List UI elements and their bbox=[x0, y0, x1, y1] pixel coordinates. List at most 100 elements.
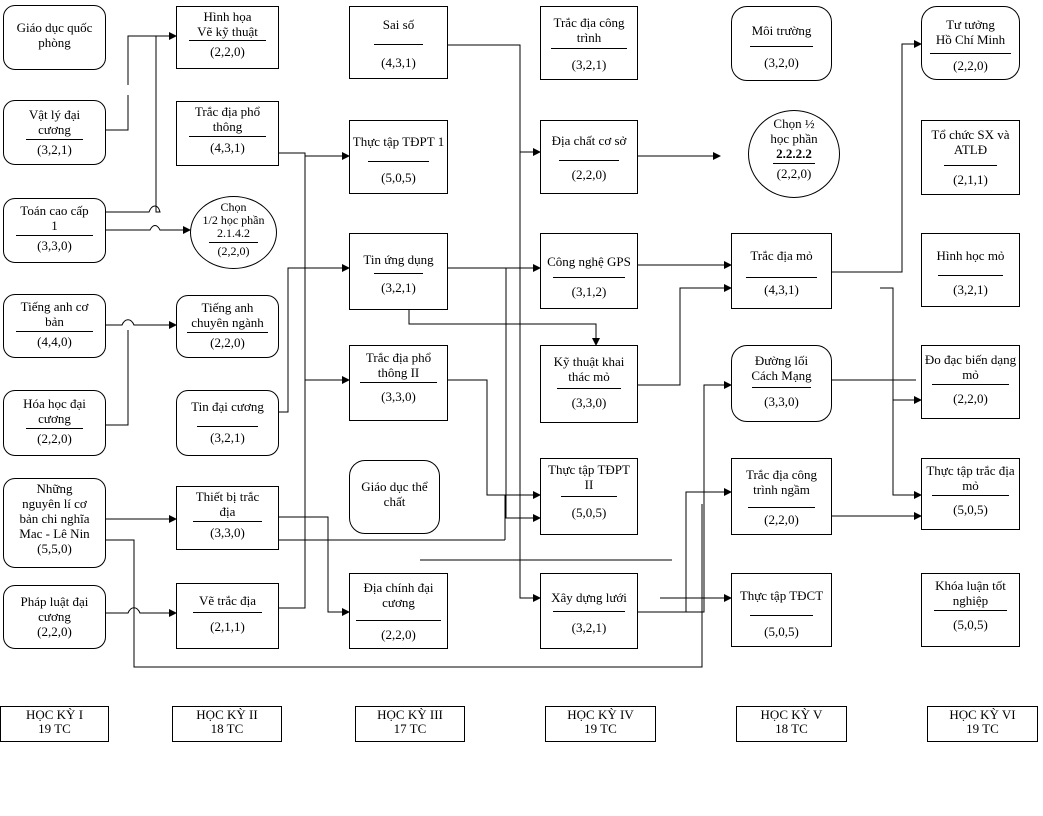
divider bbox=[26, 428, 83, 429]
divider bbox=[746, 277, 817, 278]
course-title: Tin đại cương bbox=[191, 399, 264, 414]
edge-phapluat-vetd bbox=[106, 607, 177, 617]
edge-tdmo-tthcm bbox=[832, 40, 922, 273]
course-hinh-hoc-mo: Hình học mỏ (3,2,1) bbox=[921, 233, 1020, 307]
semester-3-label: HỌC KỲ III 17 TC bbox=[355, 706, 465, 742]
divider bbox=[773, 163, 815, 164]
course-title: Hóa học đại cương bbox=[23, 396, 86, 426]
course-title: Đo đạc biến dạng mỏ bbox=[924, 352, 1017, 382]
edge-tdmo-tttdmo bbox=[892, 400, 922, 499]
divider bbox=[356, 620, 441, 621]
course-moi-truong: Môi trường (3,2,0) bbox=[731, 6, 832, 81]
divider bbox=[553, 611, 625, 612]
course-credits: (3,2,1) bbox=[571, 57, 607, 72]
course-title: Hình họa Vẽ kỹ thuật bbox=[197, 9, 258, 39]
edge-tdpt-tttdpt1 bbox=[279, 152, 350, 160]
course-credits: (5,0,5) bbox=[381, 170, 416, 185]
course-credits: (2,2,0) bbox=[37, 431, 72, 446]
course-credits: (2,1,1) bbox=[210, 619, 245, 634]
course-credits: (3,2,1) bbox=[381, 280, 416, 295]
course-thuc-tap-trac-dia-mo: Thực tập trắc địa mỏ (5,0,5) bbox=[921, 458, 1020, 530]
course-title: Địa chất cơ sở bbox=[551, 133, 627, 148]
divider bbox=[193, 521, 262, 522]
course-credits: (2,2,0) bbox=[776, 166, 812, 181]
course-tieng-anh-chuyen-nganh: Tiếng anh chuyên ngành (2,2,0) bbox=[176, 295, 279, 358]
edge-tdmo-dobd bbox=[880, 287, 922, 404]
divider bbox=[934, 610, 1007, 611]
course-title: Vật lý đại cương bbox=[28, 107, 81, 137]
course-title: Giáo dục quốc phòng bbox=[16, 20, 93, 50]
course-title: Xây dựng lưới bbox=[551, 590, 627, 605]
course-credits: (2,2,0) bbox=[764, 512, 799, 527]
course-credits: (2,2,0) bbox=[217, 244, 250, 258]
elective-choice-2-2-2-2: Chọn ½ học phần 2.2.2.2 (2,2,0) bbox=[748, 110, 840, 198]
course-ky-thuat-khai-thac-mo: Kỹ thuật khai thác mỏ (3,3,0) bbox=[540, 345, 638, 423]
course-tin-ung-dung: Tin ứng dụng (3,2,1) bbox=[349, 233, 448, 310]
course-trac-dia-cong-trinh: Trắc địa công trình (3,2,1) bbox=[540, 6, 638, 80]
course-thiet-bi-trac-dia: Thiết bị trắc địa (3,3,0) bbox=[176, 486, 279, 550]
edge-tbtd-dcdc bbox=[279, 516, 350, 616]
divider bbox=[750, 46, 813, 47]
course-title: Kỹ thuật khai thác mỏ bbox=[553, 354, 625, 384]
course-giao-duc-the-chat: Giáo dục thể chất bbox=[349, 460, 440, 534]
divider bbox=[16, 331, 93, 332]
course-title: Trắc địa công trình bbox=[553, 15, 625, 45]
course-credits: (5,5,0) bbox=[37, 541, 72, 556]
divider bbox=[368, 161, 429, 162]
divider bbox=[374, 44, 423, 45]
course-hinh-hoa-ve-ky-thuat: Hình họa Vẽ kỹ thuật (2,2,0) bbox=[176, 6, 279, 69]
course-title: Khóa luận tốt nghiệp bbox=[935, 578, 1006, 608]
course-credits: (2,2,0) bbox=[210, 44, 245, 59]
divider bbox=[360, 382, 437, 383]
elective-choice-2-1-4-2: Chọn 1/2 học phần 2.1.4.2 (2,2,0) bbox=[190, 196, 277, 269]
divider bbox=[932, 384, 1009, 385]
course-title: Trắc địa phổ thông II bbox=[365, 350, 432, 380]
course-trac-dia-cong-trinh-ngam: Trắc địa công trình ngầm (2,2,0) bbox=[731, 458, 832, 535]
divider bbox=[561, 496, 617, 497]
divider bbox=[197, 426, 258, 427]
course-credits: (3,2,0) bbox=[764, 55, 799, 70]
course-thuc-tap-tdct: Thực tập TĐCT (5,0,5) bbox=[731, 573, 832, 647]
course-dia-chinh-dai-cuong: Địa chính đại cương (2,2,0) bbox=[349, 573, 448, 649]
course-title: Công nghệ GPS bbox=[547, 254, 631, 269]
course-credits: (3,1,2) bbox=[571, 284, 607, 299]
course-thuc-tap-tdpt-1: Thực tập TĐPT 1 (5,0,5) bbox=[349, 120, 448, 194]
semester-5-label: HỌC KỲ V 18 TC bbox=[736, 706, 847, 742]
course-vat-ly-dai-cuong: Vật lý đại cương (3,2,1) bbox=[3, 100, 106, 165]
course-title: Vẽ trắc địa bbox=[198, 593, 257, 608]
edge-toancc-chon bbox=[106, 225, 191, 234]
edge-xdl-dlcm bbox=[638, 381, 732, 613]
divider bbox=[209, 242, 258, 243]
course-tin-dai-cuong: Tin đại cương (3,2,1) bbox=[176, 390, 279, 456]
course-title: Trắc địa mỏ bbox=[750, 248, 813, 263]
course-credits: (4,4,0) bbox=[37, 334, 72, 349]
course-credits: (2,2,0) bbox=[210, 335, 245, 350]
divider bbox=[16, 235, 93, 236]
course-title: Chọn ½ học phần bbox=[770, 116, 818, 146]
course-ve-trac-dia: Vẽ trắc địa (2,1,1) bbox=[176, 583, 279, 649]
edge-tienganh-tacn bbox=[106, 319, 177, 329]
course-credits: (3,2,1) bbox=[953, 282, 988, 297]
course-trac-dia-mo: Trắc địa mỏ (4,3,1) bbox=[731, 233, 832, 309]
edge-tindc-tinud bbox=[279, 264, 350, 413]
course-credits: (2,2,0) bbox=[953, 391, 988, 406]
course-title: Địa chính đại cương bbox=[363, 580, 434, 610]
divider bbox=[553, 277, 625, 278]
course-credits: (5,0,5) bbox=[953, 617, 988, 632]
edge-tdpt2-tttdpt2 bbox=[448, 379, 541, 499]
semester-2-label: HỌC KỲ II 18 TC bbox=[172, 706, 282, 742]
divider bbox=[189, 40, 266, 41]
course-title: Pháp luật đại cương bbox=[20, 594, 89, 624]
course-cong-nghe-gps: Công nghệ GPS (3,1,2) bbox=[540, 233, 638, 309]
divider bbox=[944, 165, 997, 166]
course-title: Tiếng anh cơ bản bbox=[20, 299, 89, 329]
course-tieng-anh-co-ban: Tiếng anh cơ bản (4,4,0) bbox=[3, 294, 106, 358]
course-phap-luat-dai-cuong: Pháp luật đại cương (2,2,0) bbox=[3, 585, 106, 649]
course-title: Giáo dục thể chất bbox=[361, 479, 428, 509]
course-trac-dia-pho-thong: Trắc địa phổ thông (4,3,1) bbox=[176, 101, 279, 166]
course-credits: (3,2,1) bbox=[37, 142, 72, 157]
course-credits: (3,3,0) bbox=[381, 389, 416, 404]
course-title: Sai số bbox=[382, 17, 415, 32]
course-title: Thực tập TĐCT bbox=[739, 588, 824, 603]
course-credits: (5,0,5) bbox=[571, 505, 607, 520]
